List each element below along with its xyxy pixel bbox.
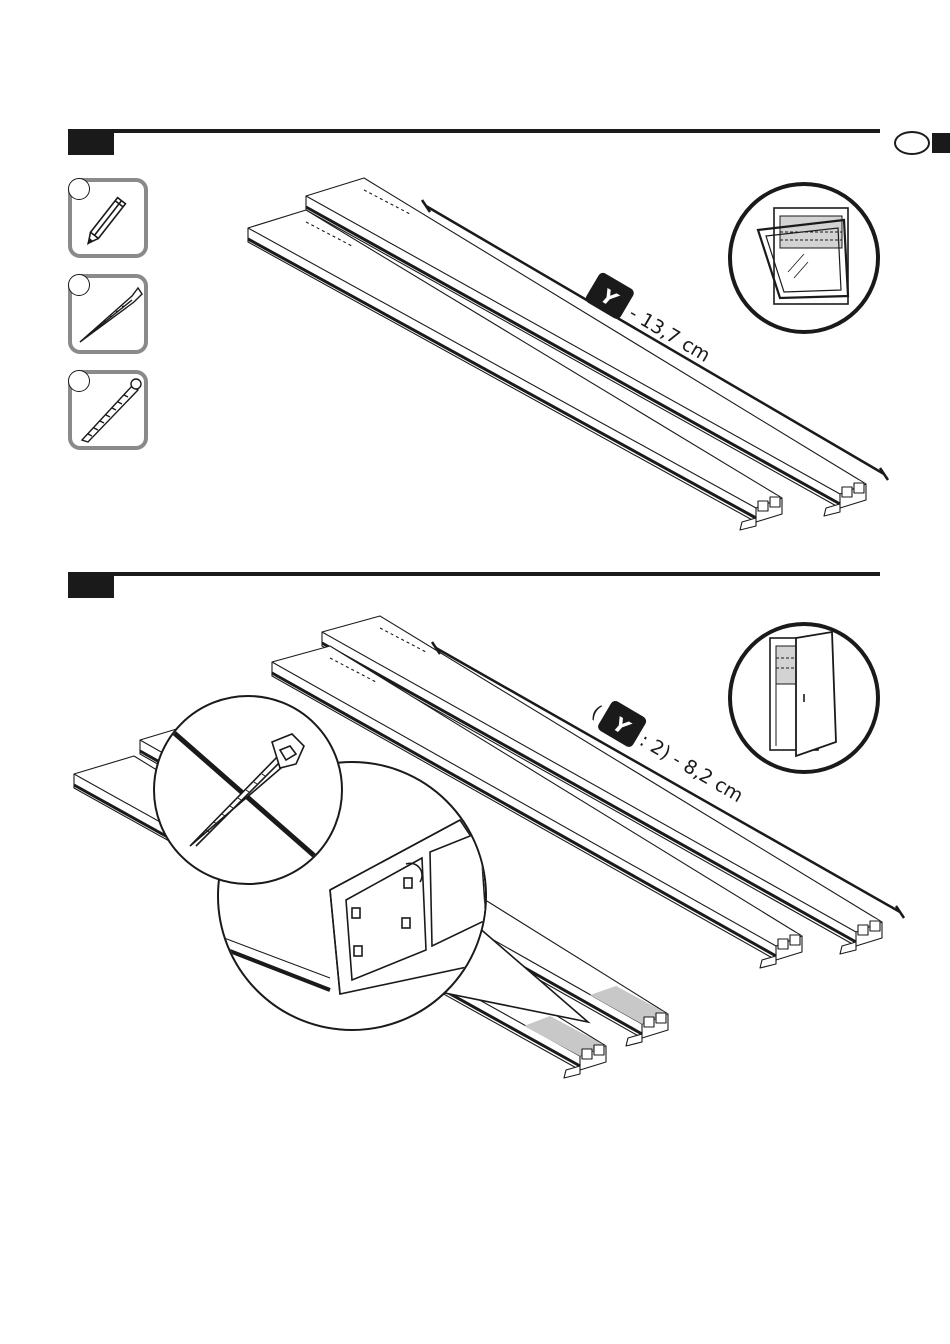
door-icon xyxy=(724,618,884,778)
